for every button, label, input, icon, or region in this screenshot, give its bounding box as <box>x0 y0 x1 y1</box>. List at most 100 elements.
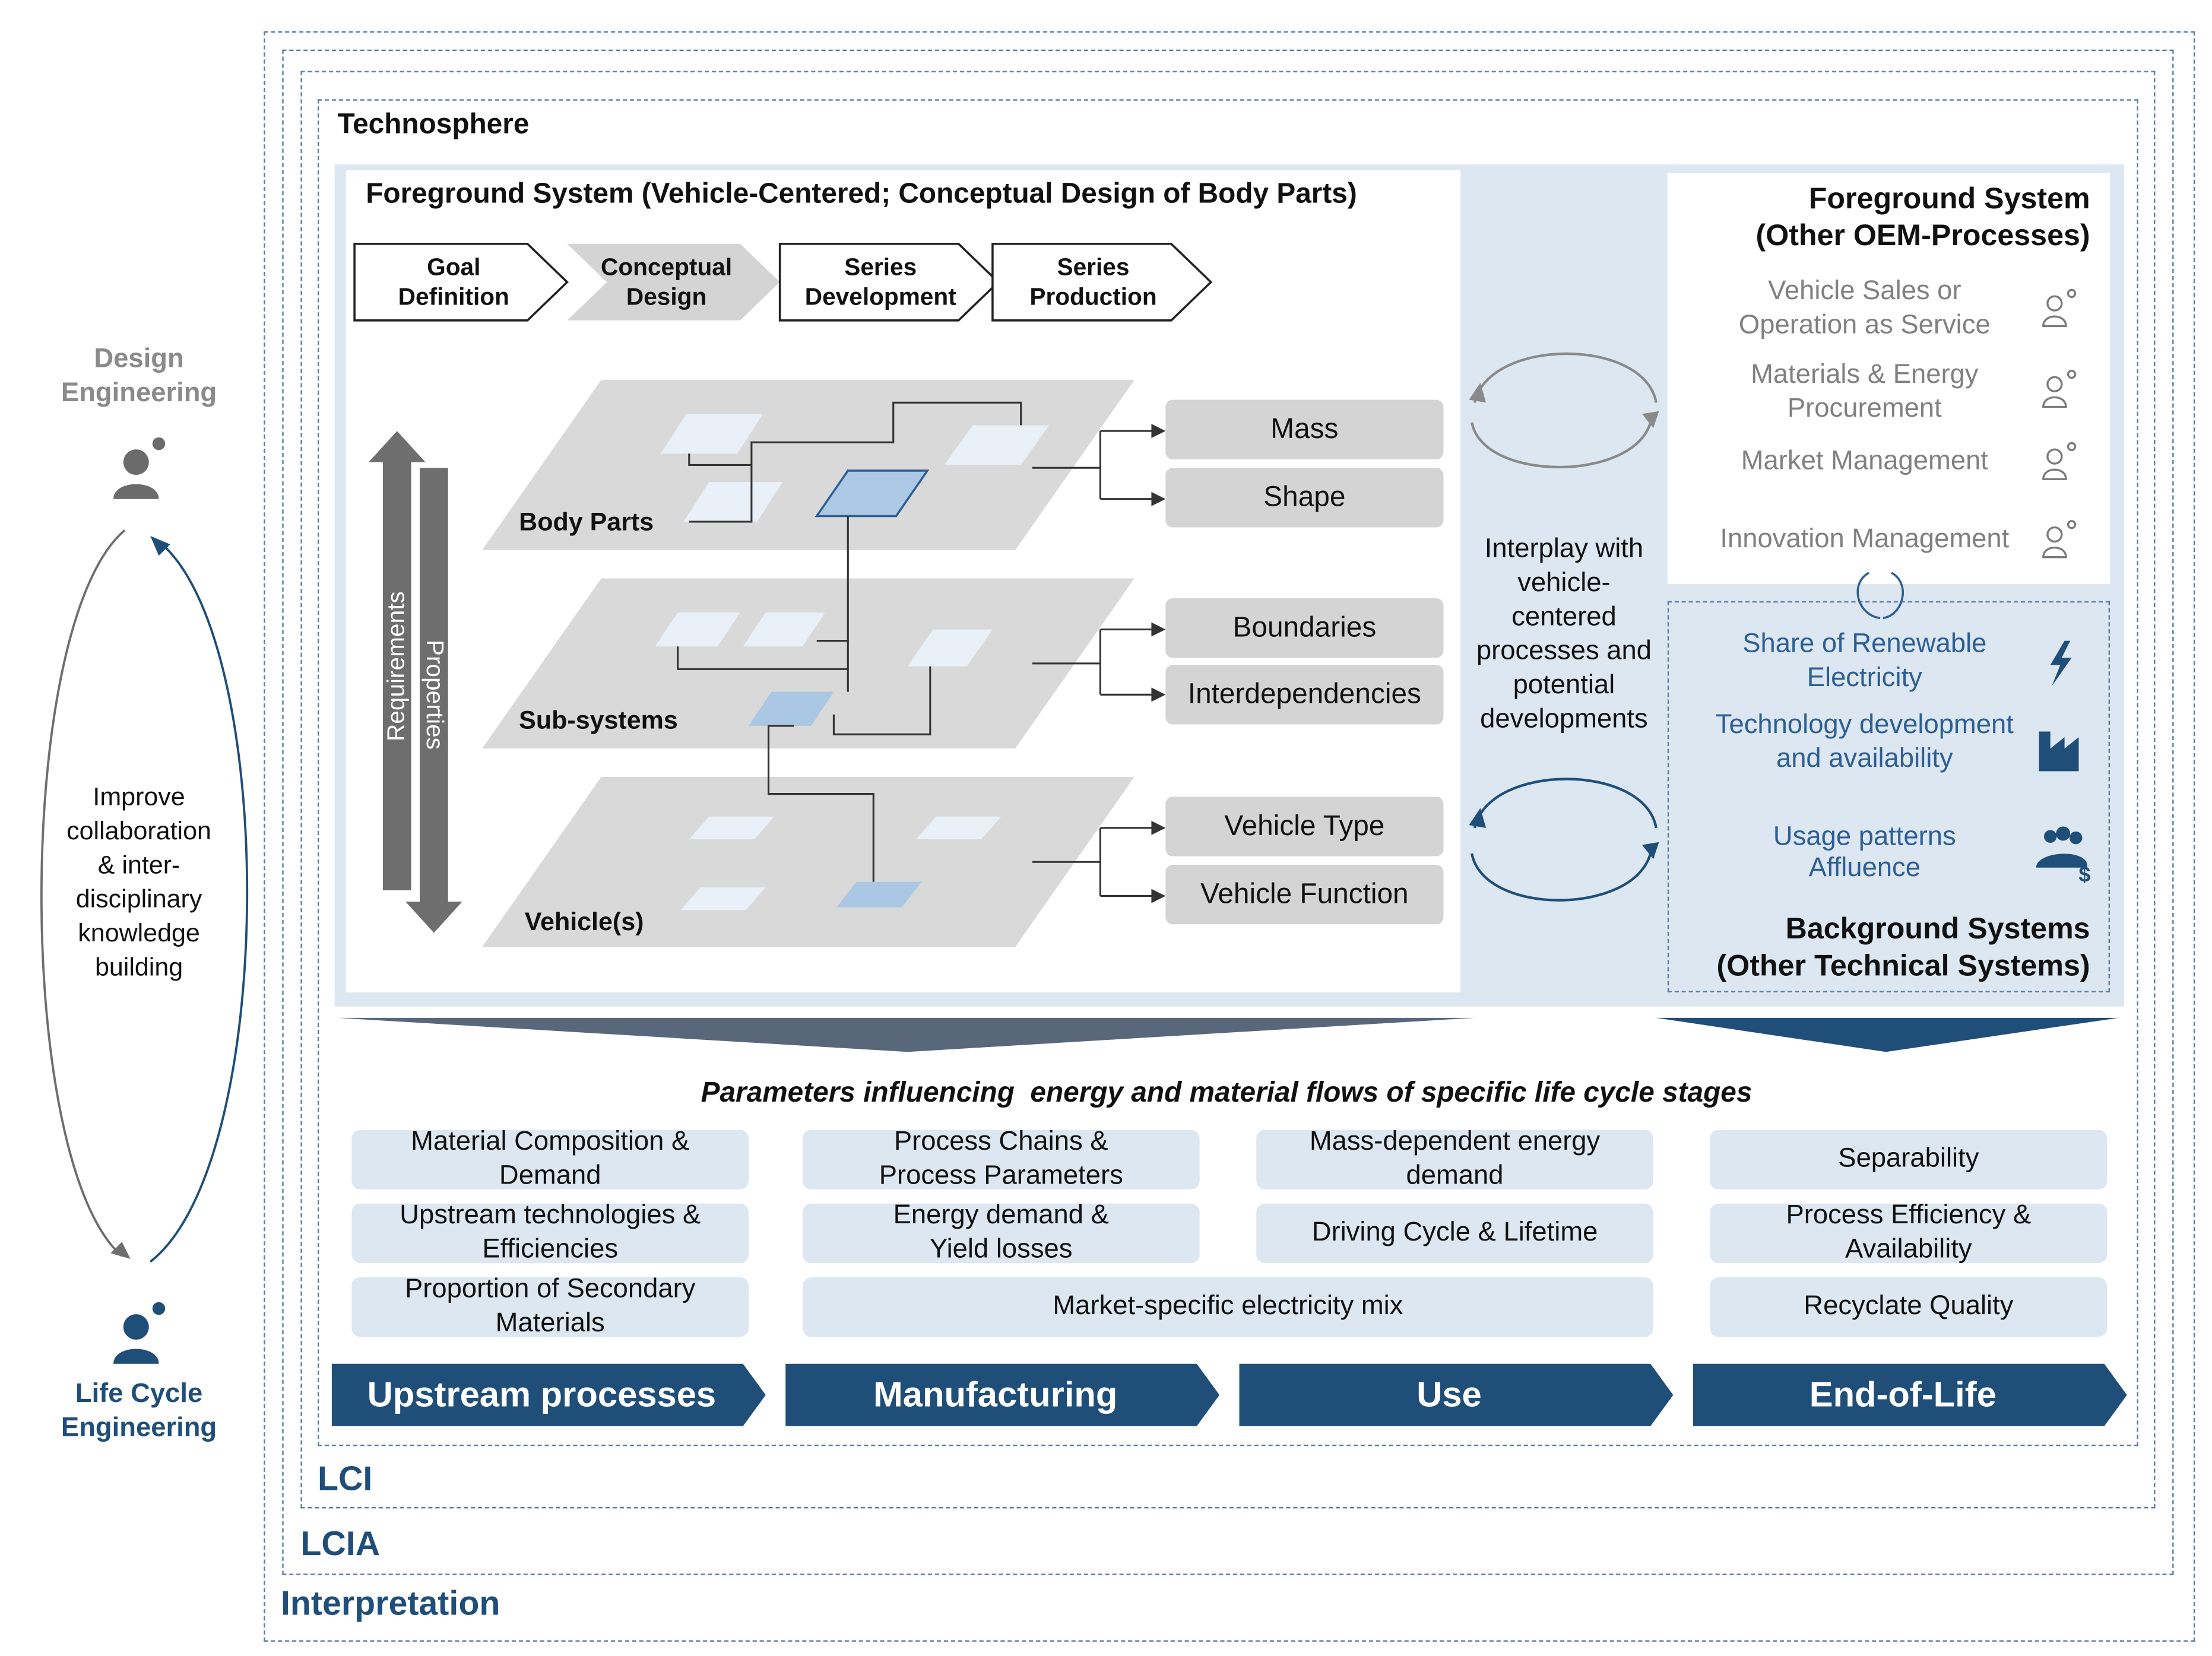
veh-tile-3 <box>680 887 766 911</box>
body-tile-1 <box>661 414 763 454</box>
bg-item-technology-line2: and availability <box>1776 744 1953 775</box>
phase-goal-line2: Definition <box>398 283 509 311</box>
output-vehicle-function: Vehicle Function <box>1165 864 1444 925</box>
phase-series-development: Series Development <box>782 252 978 312</box>
loop-arrowhead-down <box>110 1242 131 1259</box>
oem-item-materials-line2: Procurement <box>1787 394 1942 424</box>
oem-title-line1: Foreground System <box>1808 183 2090 216</box>
param-material-line1: Material Composition & <box>411 1127 690 1157</box>
veh-tile-2 <box>915 816 1002 839</box>
lifecycle-engineer-icon <box>113 1302 166 1364</box>
oem-person-icons <box>2042 288 2077 559</box>
output-mass: Mass <box>1165 399 1444 459</box>
phase-production-line2: Production <box>1029 283 1157 311</box>
oem-item-market-management: Market Management <box>1741 446 1988 477</box>
param-mass-line1: Mass-dependent energy <box>1309 1127 1601 1157</box>
interpretation-label: Interpretation <box>280 1585 500 1623</box>
layer-label-body-parts: Body Parts <box>519 507 654 536</box>
layer-sub-systems <box>482 578 1134 749</box>
oem-item-materials-energy: Materials & Energy Procurement <box>1687 359 2042 427</box>
collaboration-loop <box>40 529 249 1263</box>
param-recyclate-quality: Recyclate Quality <box>1710 1277 2108 1337</box>
bg-item-usage: Usage patterns Affluence <box>1687 822 2042 884</box>
properties-label: Properties <box>421 639 448 750</box>
loop-arrowhead-up <box>150 535 170 556</box>
cycle-arrowhead-top-2 <box>1641 411 1659 429</box>
oem-title-line2: (Other OEM-Processes) <box>1755 220 2090 253</box>
factory-icon <box>2039 731 2079 772</box>
body-tile-3 <box>944 425 1050 465</box>
oem-title: Foreground System (Other OEM-Processes) <box>1673 182 2090 255</box>
phase-development-line2: Development <box>804 283 956 311</box>
param-process-line2: Process Parameters <box>879 1161 1123 1191</box>
param-energy-line2: Yield losses <box>930 1235 1073 1265</box>
output-shape: Shape <box>1165 468 1444 528</box>
phase-conceptual-design: Conceptual Design <box>567 252 765 312</box>
phase-goal-line1: Goal <box>427 253 481 281</box>
cycle-arrowhead-bottom-2 <box>1641 842 1659 859</box>
lightning-icon <box>2050 640 2072 687</box>
design-engineering-label: Design Engineering <box>61 344 217 408</box>
people-money-icon: $ <box>2036 826 2090 887</box>
lcia-label: LCIA <box>300 1525 381 1564</box>
phase-goal-definition: Goal Definition <box>354 252 553 312</box>
output-vehicle-type: Vehicle Type <box>1165 797 1444 856</box>
oem-item-vehicle-sales-line1: Vehicle Sales or <box>1768 276 1961 306</box>
sub-tile-1 <box>655 612 740 647</box>
param-process-line1: Process Chains & <box>893 1127 1108 1157</box>
lci-label: LCI <box>318 1460 373 1499</box>
background-systems-box <box>1667 601 2110 992</box>
small-cycle-arrow <box>1856 572 1904 620</box>
phase-conceptual-line1: Conceptual <box>601 253 733 281</box>
output-interdependencies: Interdependencies <box>1165 665 1444 725</box>
loop-text: Improve collaboration & inter-disciplina… <box>66 782 211 981</box>
phase-conceptual-line2: Design <box>626 283 707 311</box>
sub-tile-highlight <box>749 691 834 726</box>
properties-arrow <box>405 468 462 933</box>
bg-item-technology: Technology development and availability <box>1687 709 2042 777</box>
param-secondary-line1: Proportion of Secondary <box>405 1274 696 1305</box>
oem-item-materials-line1: Materials & Energy <box>1751 360 1979 390</box>
layer-label-sub-systems: Sub-systems <box>519 706 678 735</box>
param-electricity-mix: Market-specific electricity mix <box>802 1277 1653 1337</box>
design-engineer-icon <box>113 437 166 499</box>
requirements-label: Requirements <box>382 591 410 741</box>
oem-item-vehicle-sales: Vehicle Sales or Operation as Service <box>1687 275 2042 343</box>
param-efficiency-line2: Availability <box>1845 1235 1972 1265</box>
param-process-efficiency: Process Efficiency & Availability <box>1710 1201 2108 1265</box>
layer-label-vehicles: Vehicle(s) <box>524 907 644 936</box>
interpretation-frame <box>264 31 2195 1642</box>
body-tile-2 <box>683 482 783 522</box>
param-energy-demand: Energy demand & Yield losses <box>802 1201 1200 1265</box>
param-material-composition: Material Composition & Demand <box>351 1127 749 1191</box>
phase-chevron-production <box>991 243 1213 322</box>
background-title-line1: Background Systems <box>1785 913 2090 946</box>
bg-item-renewable-line1: Share of Renewable <box>1742 629 1987 659</box>
param-mass-line2: demand <box>1406 1161 1504 1191</box>
phase-chevron-goal <box>353 243 569 322</box>
bg-item-renewable: Share of Renewable Electricity <box>1687 628 2042 696</box>
stage-arrow-eol <box>1693 1363 2127 1426</box>
param-process-chains: Process Chains & Process Parameters <box>802 1127 1200 1191</box>
background-title: Background Systems (Other Technical Syst… <box>1673 912 2090 985</box>
veh-tile-1 <box>689 816 775 839</box>
phase-chevron-conceptual <box>567 243 780 321</box>
life-cycle-engineering-label: Life Cycle Engineering <box>61 1379 217 1444</box>
oem-foreground-panel <box>1667 173 2110 585</box>
param-energy-line1: Energy demand & <box>893 1201 1109 1231</box>
param-mass-energy: Mass-dependent energy demand <box>1256 1127 1653 1191</box>
output-arrowheads <box>1151 424 1166 903</box>
output-arrows <box>1032 430 1155 897</box>
parameters-title: Parameters influencing energy and materi… <box>701 1077 1753 1109</box>
oem-item-vehicle-sales-line2: Operation as Service <box>1738 310 1991 341</box>
bg-item-usage-line2: Affluence <box>1808 853 1921 884</box>
param-material-line2: Demand <box>499 1161 601 1191</box>
param-efficiency-line1: Process Efficiency & <box>1786 1201 2032 1231</box>
connector-lines <box>677 401 1022 882</box>
down-chevron-left <box>337 1017 1475 1052</box>
cycle-arrowhead-bottom-1 <box>1469 808 1487 828</box>
lci-frame <box>300 71 2156 1509</box>
